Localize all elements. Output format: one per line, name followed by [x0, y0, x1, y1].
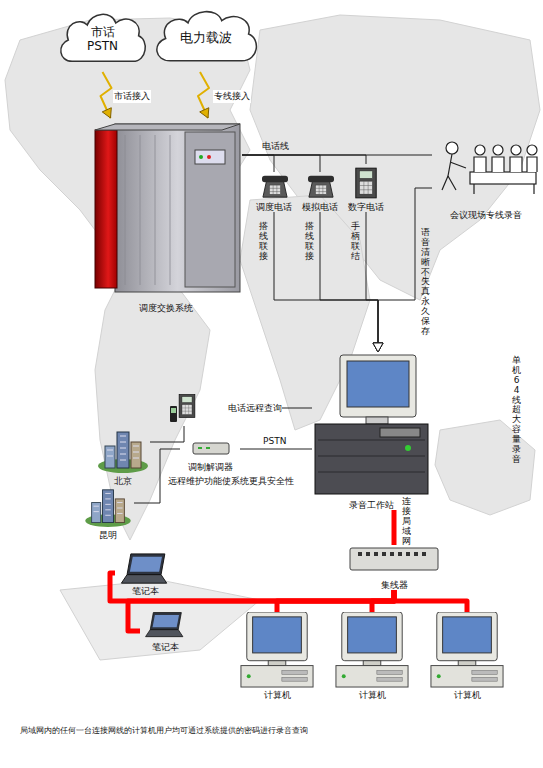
device-node: 笔记本	[140, 610, 190, 652]
device-node: 调制解调器	[180, 440, 240, 472]
connector-line	[240, 449, 312, 450]
node-label: 北京	[114, 476, 132, 486]
device-node: 数字电话	[344, 164, 388, 212]
node-label: 笔记本	[132, 586, 159, 596]
node-label: 集线器	[381, 580, 408, 590]
device-node: 调度交换系统	[90, 118, 242, 313]
vertical-note: 连接局域网	[402, 497, 411, 546]
connector-line	[378, 188, 432, 352]
vertical-note: 单机64线超大容量录音	[512, 356, 521, 465]
device-node: 集线器	[345, 545, 443, 590]
edge-label: 专线接入	[213, 90, 251, 103]
device-node: 录音工作站	[312, 352, 430, 510]
connector	[128, 590, 394, 631]
connector-line	[150, 426, 184, 442]
arrow-head	[200, 108, 209, 118]
connector	[198, 72, 209, 118]
connector	[277, 590, 394, 612]
connector	[150, 426, 184, 442]
arrow-head	[373, 343, 383, 352]
device-node: 会议现场专线录音	[432, 138, 540, 220]
connector-line	[128, 590, 394, 631]
connector	[394, 510, 395, 545]
connector-line	[242, 155, 432, 156]
cloud-node: 电力载波	[150, 5, 262, 72]
note-label: 电话线	[262, 141, 289, 151]
arrow-head	[373, 343, 383, 352]
connector-line	[110, 573, 394, 601]
connector	[394, 590, 467, 612]
node-label: 数字电话	[348, 202, 384, 212]
edge-label: 市话接入	[113, 90, 151, 103]
arrow-head	[373, 343, 383, 352]
node-label: 调度交换系统	[139, 303, 193, 313]
connector	[110, 573, 394, 601]
connector-line	[394, 590, 467, 612]
arrow-head	[373, 343, 383, 352]
node-label: 录音工作站	[349, 500, 394, 510]
cloud-outline	[157, 12, 257, 61]
device-node: 北京	[95, 430, 150, 486]
vertical-note: 手柄联结	[351, 222, 360, 262]
vertical-note: 语音清晰不失真永久保存	[421, 228, 430, 337]
connector	[274, 212, 383, 352]
node-label: 模拟电话	[302, 202, 338, 212]
connector-line	[242, 155, 274, 172]
device-node: 笔记本	[115, 550, 175, 596]
connector-line	[198, 72, 209, 118]
device-node: 计算机	[333, 612, 411, 700]
node-label: 调制解调器	[188, 462, 233, 472]
note-label: 远程维护功能使系统更具安全性	[168, 476, 294, 486]
connector	[372, 590, 394, 612]
connector	[320, 212, 383, 352]
connector	[282, 408, 312, 409]
vertical-note: 搭线联接	[259, 222, 268, 262]
connector	[240, 449, 312, 450]
edge-label: PSTN	[262, 436, 287, 446]
connector-line	[242, 155, 320, 172]
connector	[242, 155, 432, 156]
connector-line	[372, 590, 394, 612]
connector-line	[282, 408, 312, 409]
cloud-node: 市话 PSTN	[55, 8, 150, 72]
connector	[366, 212, 383, 352]
node-label: 会议现场专线录音	[450, 210, 522, 220]
caption: 局域网内的任何一台连接网线的计算机用户均可通过系统提供的密码进行录音查询	[20, 726, 308, 735]
connector-line	[392, 510, 397, 545]
node-label: 计算机	[454, 690, 481, 700]
node-label: 计算机	[264, 690, 291, 700]
connector-line	[366, 212, 378, 352]
device-node: 调度电话	[252, 172, 296, 212]
connector-line	[242, 155, 366, 164]
node-label: 调度电话	[256, 202, 292, 212]
connector	[242, 155, 320, 172]
device-node: 电话远程查询	[168, 390, 282, 426]
device-node: 昆明	[82, 488, 134, 540]
vertical-note: 搭线联接	[305, 222, 314, 262]
arrow-head	[102, 108, 111, 118]
connector	[242, 155, 274, 172]
node-label: 电话远程查询	[228, 403, 282, 413]
connector	[101, 72, 112, 118]
node-label: 市话 PSTN	[83, 26, 123, 54]
node-label: 昆明	[99, 530, 117, 540]
connector-line	[277, 590, 394, 612]
cloud-outline	[61, 14, 145, 61]
connector	[373, 188, 432, 352]
node-label: 电力载波	[180, 31, 232, 46]
device-node: 计算机	[428, 612, 506, 700]
device-node: 模拟电话	[298, 172, 342, 212]
device-node: 计算机	[238, 612, 316, 700]
connector-line	[101, 72, 112, 118]
node-label: 计算机	[359, 690, 386, 700]
connector-line	[320, 212, 378, 352]
node-label: 笔记本	[152, 642, 179, 652]
connector-line	[274, 212, 378, 352]
connector	[242, 155, 366, 164]
